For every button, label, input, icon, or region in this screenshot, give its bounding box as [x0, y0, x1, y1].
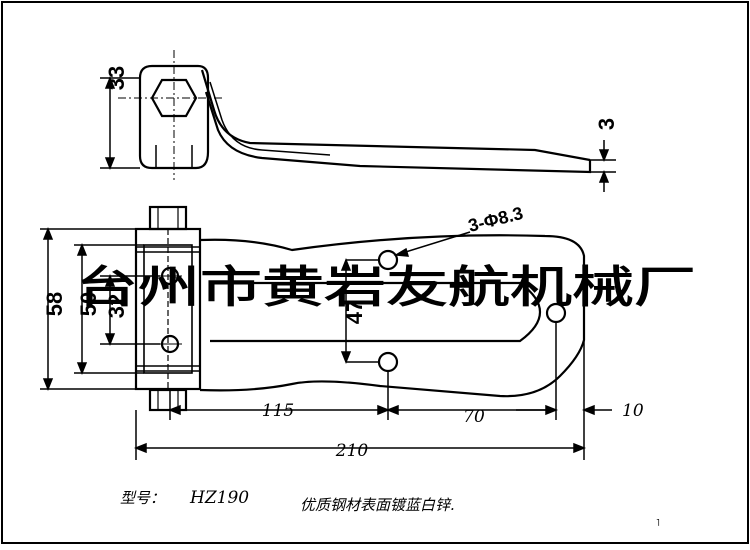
dim-label-3: 3 — [594, 118, 619, 130]
dim-label-210: 210 — [335, 441, 369, 461]
mount-hole-lower — [377, 351, 399, 373]
strap-upper — [200, 69, 591, 162]
dim-label-32: 32 — [104, 294, 129, 318]
watermark-text: 台州市黄岩友航机械厂 — [76, 262, 696, 313]
material-note: 优质钢材表面镀蓝白锌. — [300, 496, 455, 514]
hole-spec-leader — [393, 231, 471, 257]
dim-left-group — [40, 226, 160, 392]
dim-top-height — [100, 75, 140, 171]
strap-lower — [204, 91, 592, 174]
bolt-head-top — [148, 205, 188, 231]
dim-label-115: 115 — [262, 401, 294, 421]
dim-bottom-group — [133, 322, 612, 460]
corner-mark: ˥ — [656, 518, 660, 529]
model-label: 型号： — [120, 489, 165, 507]
mount-hole-upper — [377, 249, 399, 271]
dim-hole-spacing — [340, 257, 378, 365]
knuckle-hatching — [136, 246, 200, 372]
dim-label-58: 58 — [42, 292, 67, 316]
hinge-plate — [199, 234, 586, 398]
dim-label-47: 47 — [342, 300, 367, 324]
plan-view — [134, 205, 586, 412]
dim-label-10: 10 — [622, 401, 644, 421]
hole-spec-label: 3-Φ8.3 — [466, 203, 525, 236]
dim-label-70: 70 — [463, 407, 485, 427]
model-value: HZ190 — [189, 488, 249, 508]
dim-label-50: 50 — [76, 292, 101, 316]
dim-label-33: 33 — [104, 66, 129, 90]
knuckle-block — [138, 64, 210, 170]
strap-middle — [209, 81, 331, 156]
center-slot — [210, 281, 542, 343]
dim-thickness — [590, 140, 616, 192]
side-view — [118, 50, 592, 180]
